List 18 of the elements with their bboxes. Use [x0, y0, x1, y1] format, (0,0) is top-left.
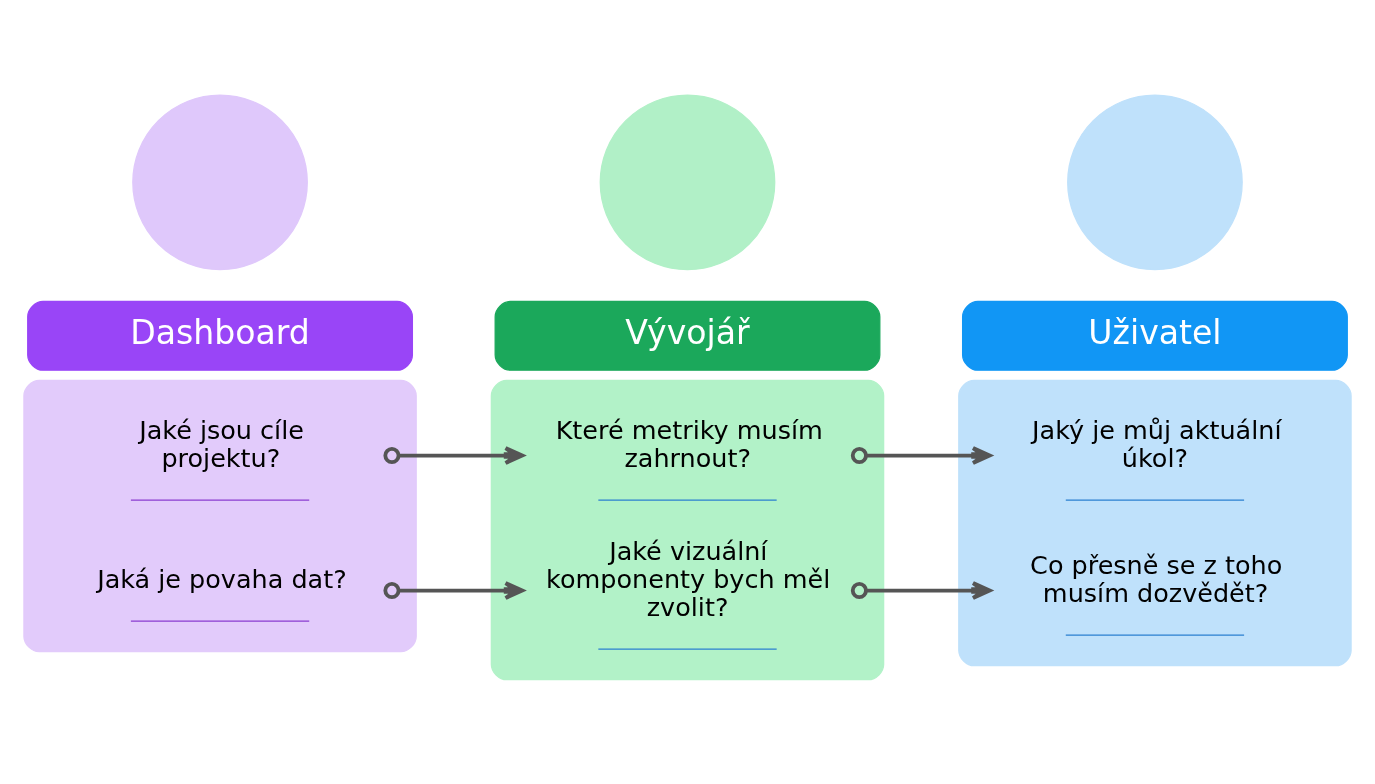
arrow: [850, 445, 992, 465]
node-text: Jaká je povaha dat?: [97, 563, 347, 594]
node-circle: [1067, 93, 1243, 270]
node-text: Jaký je můj aktuální úkol?: [1032, 414, 1282, 473]
node-text: Jaké jsou cíle projektu?: [139, 414, 304, 473]
node-box: Dashboard: [27, 300, 413, 371]
node-text: Které metriky musím zahrnout?: [555, 414, 823, 473]
node-circle: [599, 93, 776, 270]
arrow: [383, 445, 525, 465]
node-text: Co přesně se z toho musím dozvědět?: [1030, 549, 1283, 608]
node-text: Jaké vizuální komponenty bych měl zvolit?: [546, 535, 831, 622]
node-circle: [132, 93, 308, 270]
node-box: Vývojář: [494, 300, 881, 371]
cluster: [958, 379, 1352, 666]
arrow: [850, 580, 992, 600]
cluster: [490, 379, 885, 680]
arrow: [383, 580, 525, 600]
node-box: Uživatel: [962, 300, 1348, 371]
